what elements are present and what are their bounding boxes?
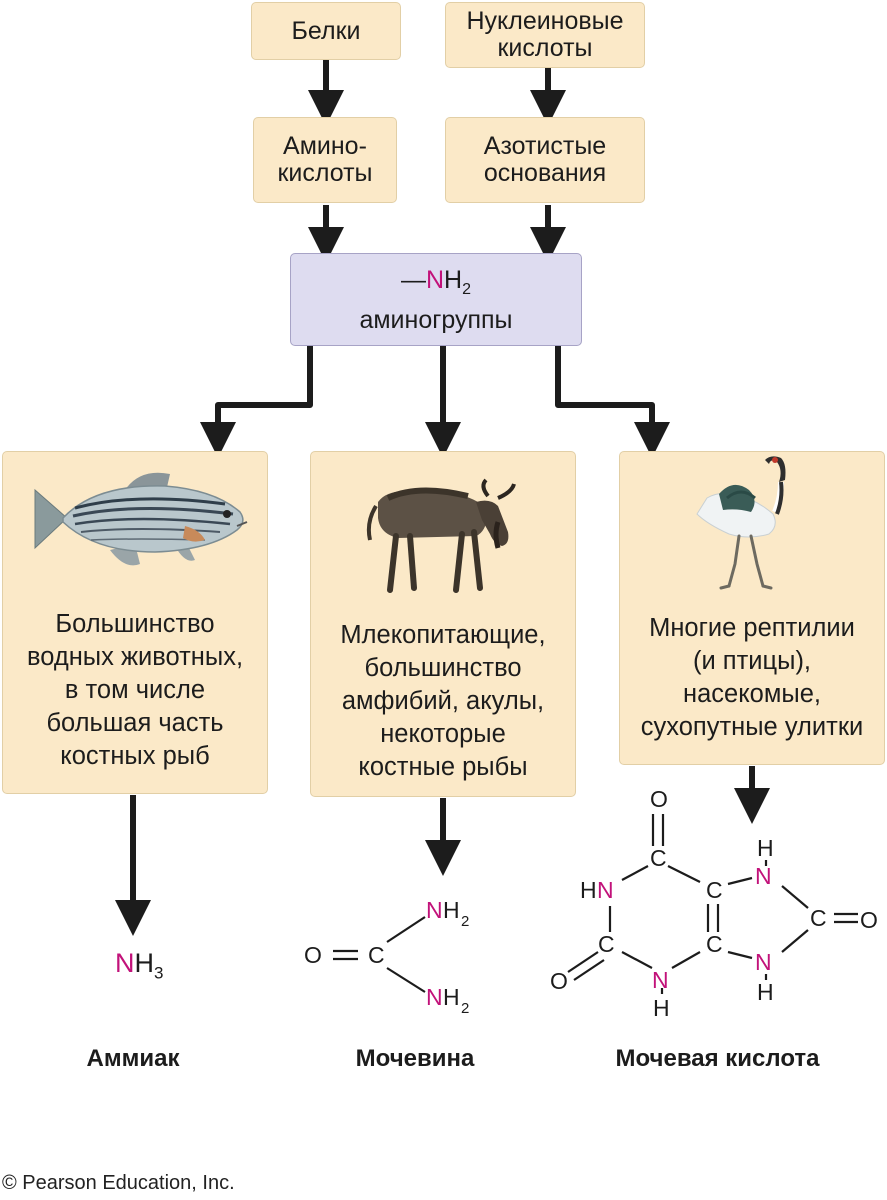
uric-bond-n3-c4 — [671, 951, 701, 969]
uric-nitrogen-n9: N — [755, 949, 772, 975]
intermediate-box-nitrogenous-bases: Азотистые основания — [445, 117, 645, 203]
group-text: Большинство водных животных, в том числе… — [26, 610, 244, 770]
source-box-proteins: Белки — [251, 2, 401, 60]
group-box-mammals: Млекопитающие, большинство амфибий, акул… — [310, 451, 576, 797]
intermediate-label: Амино- кислоты — [277, 132, 373, 187]
uric-oxygen-c2: O — [550, 968, 568, 994]
group-box-reptiles-birds: Многие рептилии (и птицы), насекомые, су… — [619, 451, 885, 765]
arrow-group-to-aquatic — [200, 346, 313, 458]
caption-uric-acid: Мочевая кислота — [615, 1045, 820, 1072]
intermediate-box-amino-acids: Амино- кислоты — [253, 117, 397, 203]
urea-subscript-bottom: 2 — [461, 1000, 469, 1017]
uric-bond-c2-n3 — [621, 951, 653, 969]
crane-bird-icon — [696, 456, 786, 590]
uric-carbon-c2: C — [598, 931, 615, 957]
uric-oxygen-c6: O — [650, 786, 668, 812]
urea-hydrogen-bottom: H — [443, 984, 460, 1010]
urea-bond-c-n-top — [386, 916, 426, 943]
uric-bond-c4-n9 — [727, 950, 753, 960]
uric-bond-c2-o-outer — [567, 951, 599, 973]
group-text: Млекопитающие, большинство амфибий, акул… — [340, 621, 546, 781]
urea-oxygen: O — [304, 942, 322, 968]
urea-carbon: C — [368, 942, 385, 968]
uric-bond-c6-c5 — [667, 865, 701, 883]
group-box-aquatic-animals: Большинство водных животных, в том числе… — [2, 451, 268, 794]
uric-nitrogen-n3: N — [652, 967, 669, 993]
amino-group-label: аминогруппы — [359, 305, 513, 334]
amino-group-box: —NH2 аминогруппы — [290, 253, 582, 346]
urea-bond-c-n-bottom — [386, 967, 426, 993]
uric-hydrogen-n1: H — [580, 877, 597, 903]
caption-ammonia: Аммиак — [86, 1045, 180, 1072]
group-text: Многие рептилии (и птицы), насекомые, су… — [640, 614, 864, 741]
fish-icon — [34, 472, 248, 566]
urea-nitrogen-top: N — [426, 897, 443, 923]
source-box-nucleic-acids: Нуклеиновые кислоты — [445, 2, 645, 68]
ammonia-formula: NH3 — [115, 948, 164, 983]
uric-bond-n9-c8 — [781, 929, 809, 953]
caption-urea: Мочевина — [355, 1045, 475, 1072]
uric-carbon-c4: C — [706, 931, 723, 957]
uric-hydrogen-n7: H — [757, 835, 774, 861]
uric-bond-n7-c8 — [781, 885, 809, 909]
copyright-credit: © Pearson Education, Inc. — [2, 1172, 235, 1194]
source-label: Белки — [291, 16, 361, 45]
uric-carbon-c8: C — [810, 905, 827, 931]
uric-carbon-c6: C — [650, 845, 667, 871]
uric-hydrogen-n3: H — [653, 995, 670, 1021]
urea-nitrogen-bottom: N — [426, 984, 443, 1010]
urea-subscript-top: 2 — [461, 913, 469, 930]
source-label: Нуклеиновые кислоты — [466, 7, 624, 62]
wildebeest-icon — [366, 478, 516, 593]
arrow-group-to-reptiles — [555, 346, 670, 458]
uric-bond-c6-n1 — [621, 865, 649, 881]
uric-carbon-c5: C — [706, 877, 723, 903]
uric-bond-c2-o-inner — [573, 959, 605, 981]
amino-group-formula: —NH2 — [400, 265, 472, 298]
intermediate-label: Азотистые основания — [483, 132, 607, 187]
urea-hydrogen-top: H — [443, 897, 460, 923]
uric-hydrogen-n9: H — [757, 979, 774, 1005]
uric-bond-c5-n7 — [727, 876, 753, 886]
uric-nitrogen-n7: N — [755, 863, 772, 889]
uric-nitrogen-n1: N — [597, 877, 614, 903]
uric-oxygen-c8: O — [860, 907, 878, 933]
